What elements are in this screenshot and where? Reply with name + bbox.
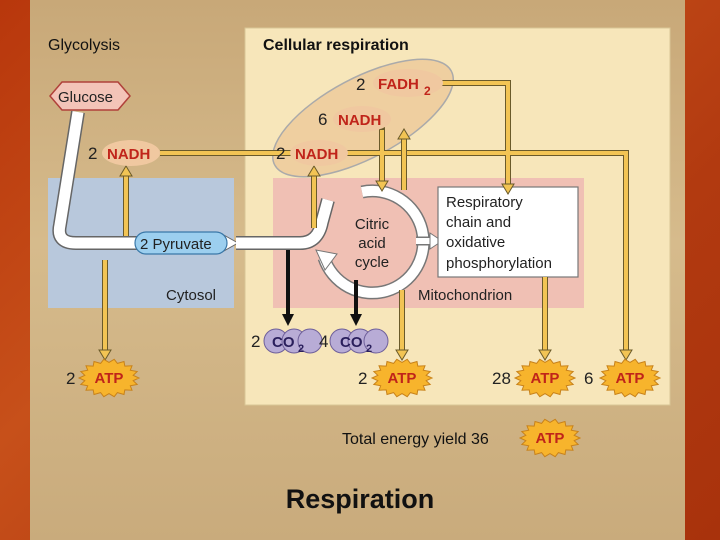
mitochondrion-label: Mitochondrion (418, 287, 512, 304)
slide-title: Respiration (285, 484, 435, 514)
total-energy-label: Total energy yield 36 (342, 431, 489, 448)
atp-chain-nadh-starburst: ATP (513, 358, 577, 398)
atp-chain-nadh-label: ATP (531, 370, 560, 387)
atp-glycolysis-starburst: ATP (77, 358, 141, 398)
nadh-top-label: NADH (338, 112, 381, 129)
resp-line1: Respiratory (446, 194, 523, 211)
citric-line1: Citric (355, 216, 390, 233)
co2-second-sub: 2 (366, 343, 372, 355)
atp-total-starburst: ATP (518, 418, 582, 458)
pyruvate-pill (134, 231, 228, 255)
glucose-shape (49, 81, 131, 111)
glycolysis-label: Glycolysis (48, 37, 120, 54)
co2-first-sub: 2 (298, 343, 304, 355)
atp-chain-nadh-coef: 28 (492, 369, 511, 388)
atp-chain-fadh-starburst: ATP (598, 358, 662, 398)
nadh-top-coef: 6 (318, 110, 327, 129)
fadh-subscript: 2 (424, 84, 431, 98)
atp-glyc-coef: 2 (66, 369, 75, 388)
citric-line3: cycle (355, 254, 389, 271)
resp-line3: oxidative (446, 234, 505, 251)
cytosol-label: Cytosol (166, 287, 216, 304)
cellular-respiration-label: Cellular respiration (263, 37, 409, 54)
atp-citric-cycle-label: ATP (388, 370, 417, 387)
co2-blob-first (263, 328, 323, 354)
nadh-top-oval (333, 106, 391, 132)
respiratory-chain-box (437, 186, 579, 278)
nadh-glycolysis-coef: 2 (88, 144, 97, 163)
nadh-glycolysis-oval (102, 140, 160, 166)
fadh-oval (373, 69, 443, 97)
fadh-coef: 2 (356, 75, 365, 94)
co2-first-coef: 2 (251, 332, 260, 351)
atp-chain-fadh-label: ATP (616, 370, 645, 387)
nadh-glycolysis-label: NADH (107, 146, 150, 163)
nadh-mid-coef: 2 (276, 144, 285, 163)
atp-glycolysis-label: ATP (95, 370, 124, 387)
atp-total-label: ATP (536, 430, 565, 447)
pyruvate-label: 2 Pyruvate (140, 236, 212, 253)
co2-blob-second (329, 328, 389, 354)
nadh-mid-label: NADH (295, 146, 338, 163)
nadh-mid-oval (290, 140, 348, 166)
co2-second-label: CO (340, 334, 363, 351)
co2-first-label: CO (272, 334, 295, 351)
co2-second-coef: 4 (319, 332, 328, 351)
fadh-label: FADH (378, 76, 419, 93)
resp-line2: chain and (446, 214, 511, 231)
glucose-label: Glucose (58, 89, 113, 106)
atp-citric-cycle-starburst: ATP (370, 358, 434, 398)
atp-chain-fadh-coef: 6 (584, 369, 593, 388)
resp-line4: phosphorylation (446, 255, 552, 272)
citric-line2: acid (358, 235, 386, 252)
atp-citric-coef: 2 (358, 369, 367, 388)
